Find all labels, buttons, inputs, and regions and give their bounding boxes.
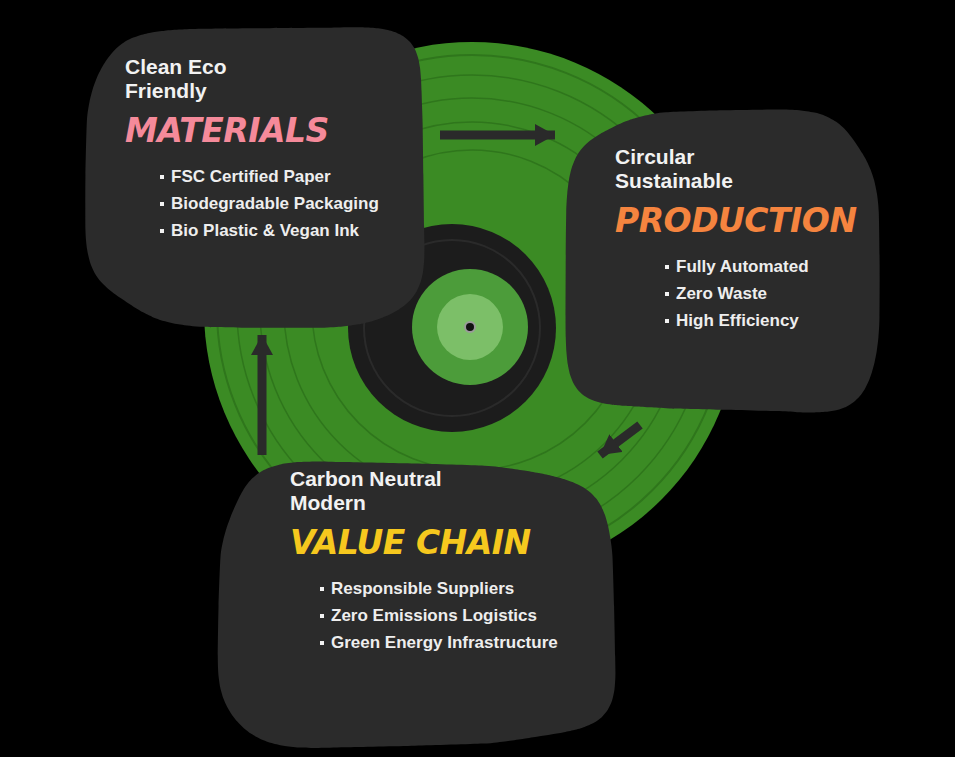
bullet-marker <box>160 202 164 206</box>
record-label <box>412 269 528 385</box>
node-title: VALUE CHAIN <box>290 523 558 563</box>
bullet-marker <box>665 265 669 269</box>
record-label-inner <box>437 294 503 360</box>
flow-arrow <box>258 335 267 455</box>
blob-node: Carbon Neutral ModernVALUE CHAIN Responsi… <box>205 455 625 757</box>
blob-node: Circular SustainablePRODUCTION Fully Auto… <box>555 105 890 425</box>
bullet-marker <box>320 587 324 591</box>
text-block: Carbon Neutral Modern <box>290 467 558 515</box>
list-row: High Efficiency <box>665 307 857 334</box>
bullet-marker <box>665 319 669 323</box>
text-block: VALUE CHAIN <box>290 523 558 563</box>
node-heading: Clean Eco Friendly <box>125 55 295 103</box>
list-row: Zero Emissions Logistics <box>320 602 558 629</box>
list-item: FSC Certified Paper <box>171 166 331 188</box>
list-item: Zero Emissions Logistics <box>331 605 537 627</box>
list-row: Green Energy Infrastructure <box>320 629 558 656</box>
node-content: Clean Eco FriendlyMATERIALS FSC Certified… <box>125 55 379 244</box>
list-row: Fully Automated <box>665 253 857 280</box>
text-block: Responsible Suppliers <box>290 575 558 602</box>
record-hole <box>465 322 475 332</box>
list-row: Responsible Suppliers <box>320 575 558 602</box>
node-heading: Carbon Neutral Modern <box>290 467 460 515</box>
list-row: Biodegradable Packaging <box>160 190 379 217</box>
list-row: Zero Waste <box>665 280 857 307</box>
list-item: Zero Waste <box>676 283 767 305</box>
node-content: Circular SustainablePRODUCTION Fully Auto… <box>615 145 857 334</box>
blob-node: Clean Eco FriendlyMATERIALS FSC Certified… <box>80 15 440 335</box>
node-title: PRODUCTION <box>615 201 857 241</box>
blob-outline <box>85 27 424 328</box>
bullet-marker <box>160 229 164 233</box>
text-block: Circular Sustainable <box>615 145 857 193</box>
bullet-marker <box>320 641 324 645</box>
list-item: Green Energy Infrastructure <box>331 632 558 654</box>
flow-arrow <box>600 425 640 455</box>
text-block: PRODUCTION <box>615 201 857 241</box>
text-block: Green Energy Infrastructure <box>290 629 558 656</box>
blob-outline <box>566 110 880 413</box>
text-block: Zero Emissions Logistics <box>290 602 558 629</box>
node-content: Carbon Neutral ModernVALUE CHAIN Responsi… <box>290 467 558 656</box>
list-item: Fully Automated <box>676 256 809 278</box>
bullet-marker <box>320 614 324 618</box>
text-block: Fully Automated <box>615 253 857 280</box>
bullet-marker <box>665 292 669 296</box>
text-block: FSC Certified Paper <box>125 163 379 190</box>
flow-arrow <box>440 131 555 140</box>
list-item: Responsible Suppliers <box>331 578 514 600</box>
blob-outline <box>218 461 616 748</box>
node-heading: Circular Sustainable <box>615 145 785 193</box>
text-block: Zero Waste <box>615 280 857 307</box>
text-block: Biodegradable Packaging <box>125 190 379 217</box>
text-block: Clean Eco Friendly <box>125 55 379 103</box>
text-block: High Efficiency <box>615 307 857 334</box>
list-item: Bio Plastic & Vegan Ink <box>171 220 359 242</box>
text-block: Bio Plastic & Vegan Ink <box>125 217 379 244</box>
list-row: FSC Certified Paper <box>160 163 379 190</box>
bullet-marker <box>160 175 164 179</box>
list-item: High Efficiency <box>676 310 799 332</box>
list-item: Biodegradable Packaging <box>171 193 379 215</box>
list-row: Bio Plastic & Vegan Ink <box>160 217 379 244</box>
node-title: MATERIALS <box>125 111 379 151</box>
text-block: MATERIALS <box>125 111 379 151</box>
